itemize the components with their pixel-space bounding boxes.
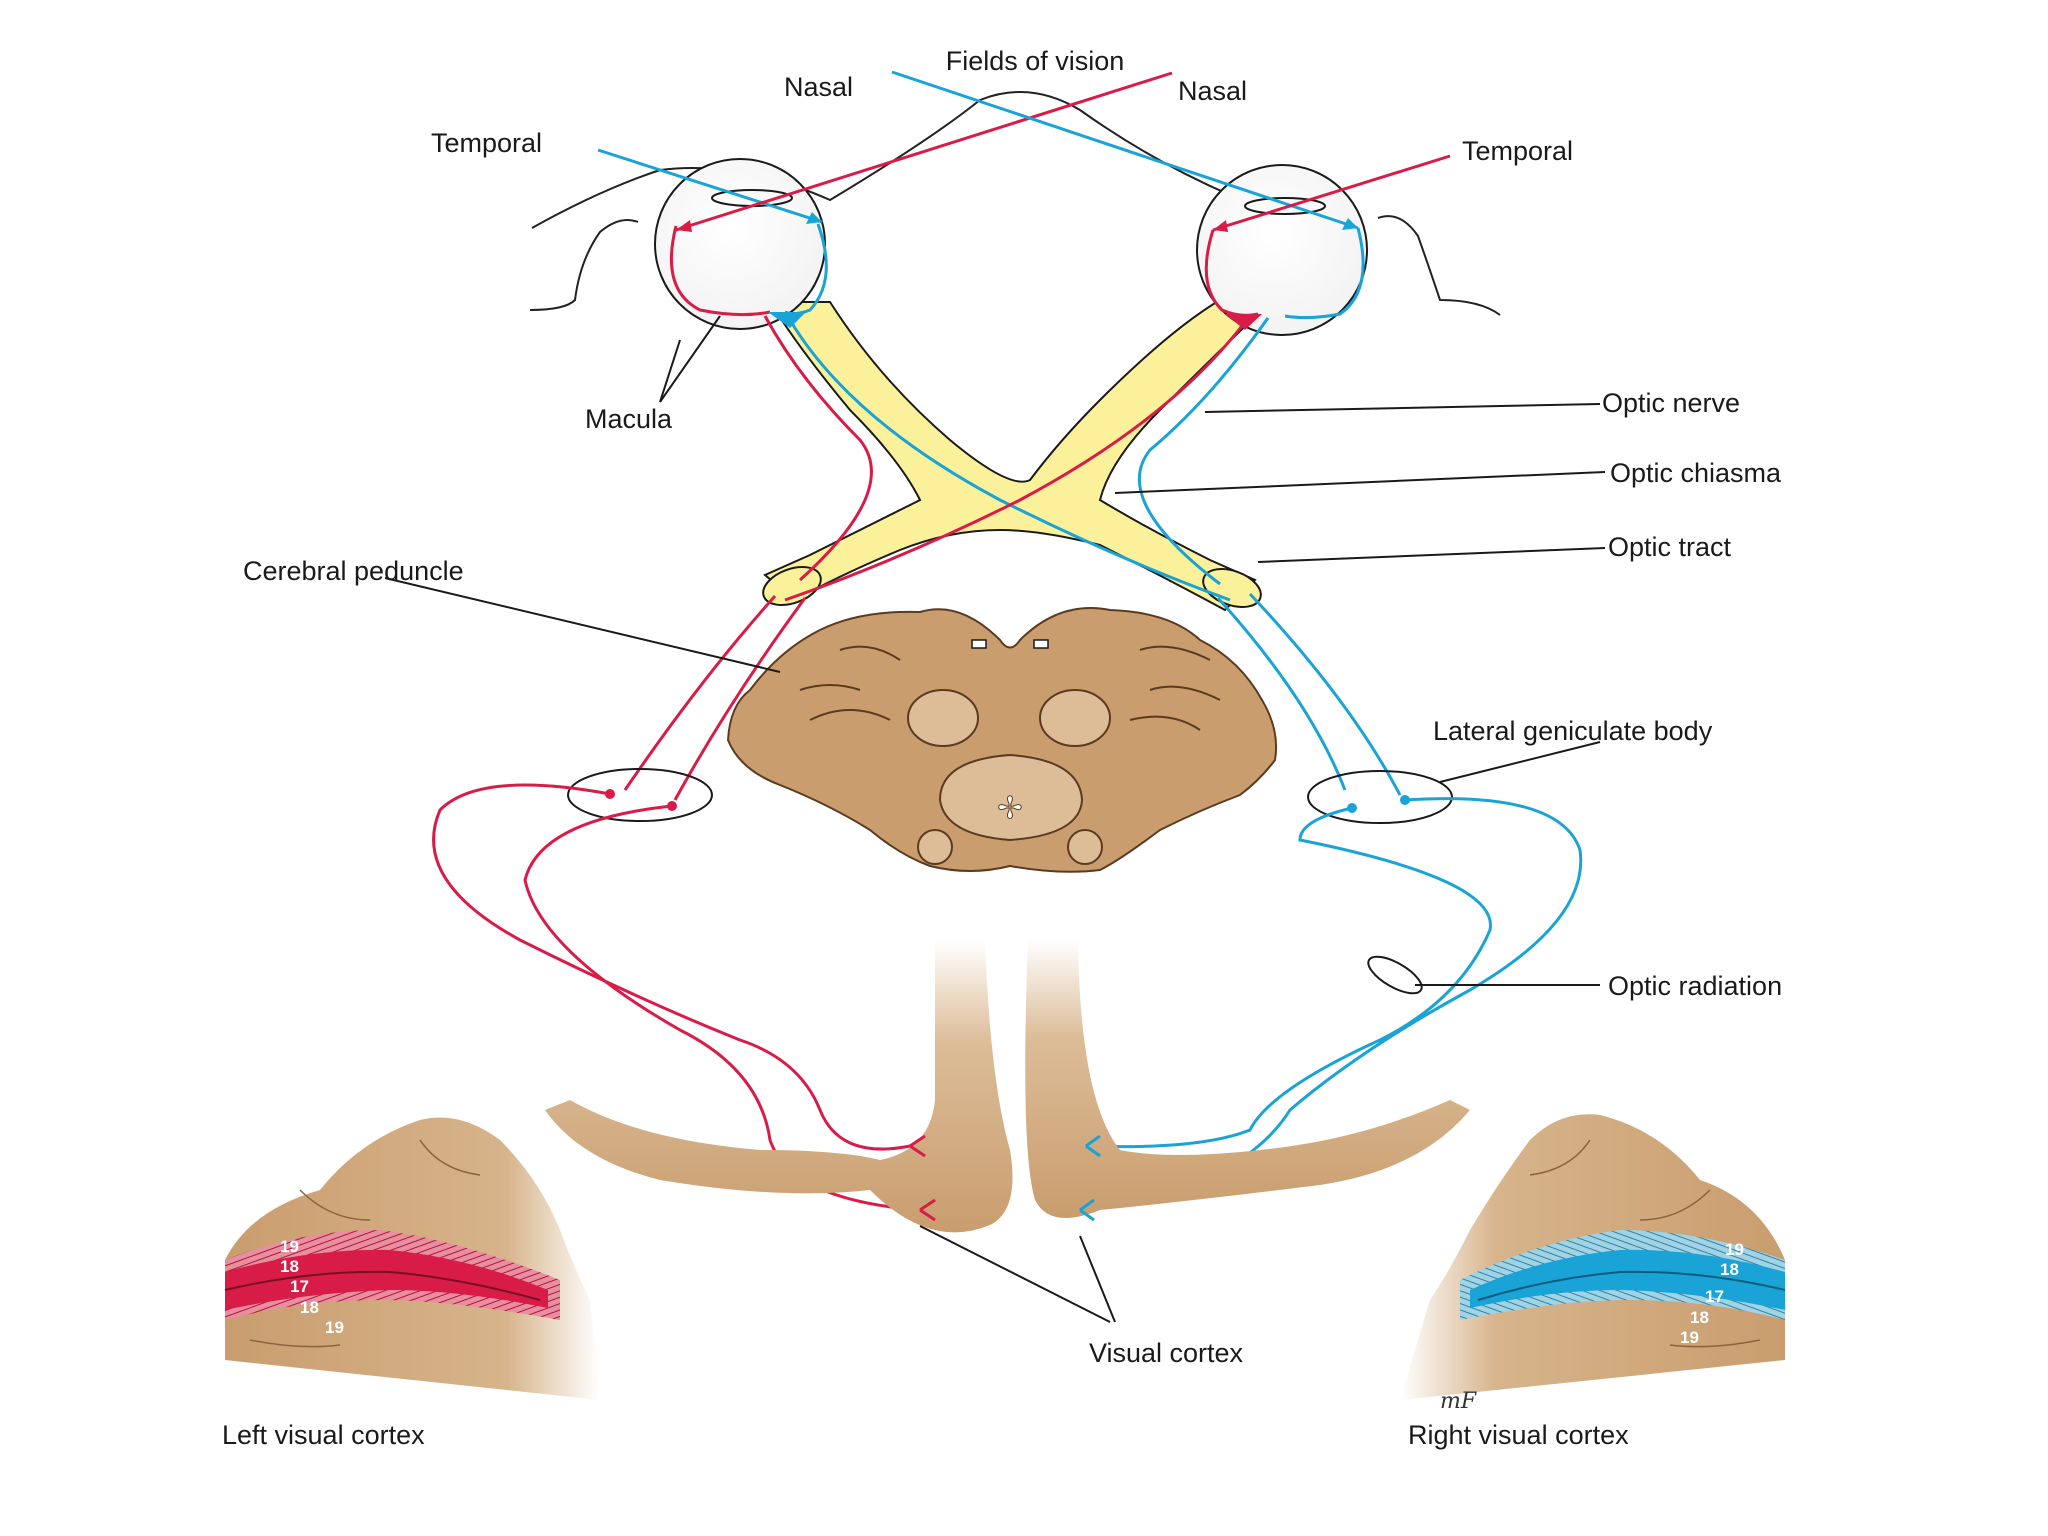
right-area-18a: 18	[1720, 1260, 1739, 1279]
left-area-17: 17	[290, 1277, 309, 1296]
pathway-fibers	[763, 315, 1270, 602]
cerebral-peduncle-label: Cerebral peduncle	[243, 556, 464, 586]
optic-radiation-fibers	[432, 783, 1583, 1212]
visual-cortex-label: Visual cortex	[1089, 1338, 1244, 1368]
left-eye	[654, 158, 828, 330]
right-visual-cortex-illustration	[1400, 1114, 1786, 1400]
left-area-19a: 19	[280, 1237, 299, 1256]
cerebral-peduncle: ✢	[726, 607, 1278, 873]
left-visual-cortex-illustration	[224, 1117, 600, 1400]
field-of-vision-arrows	[597, 70, 1451, 232]
fields-of-vision-label: Fields of vision	[946, 46, 1125, 76]
left-area-18b: 18	[300, 1298, 319, 1317]
optic-tract-label: Optic tract	[1608, 532, 1732, 562]
artist-signature: mF	[1440, 1389, 1477, 1414]
left-area-19b: 19	[325, 1318, 344, 1337]
macula-label: Macula	[585, 404, 673, 434]
optic-chiasma-label: Optic chiasma	[1610, 458, 1782, 488]
medial-fiber-terminals	[909, 1134, 1101, 1222]
optic-radiation-label: Optic radiation	[1608, 971, 1782, 1001]
temporal-right-label: Temporal	[1462, 136, 1573, 166]
right-area-18b: 18	[1690, 1308, 1709, 1327]
temporal-left-label: Temporal	[431, 128, 542, 158]
right-area-19a: 19	[1725, 1240, 1744, 1259]
right-cortex-area-numbers: 19 18 17 18 19	[1680, 1240, 1744, 1347]
left-visual-cortex-label: Left visual cortex	[222, 1420, 425, 1450]
right-area-19b: 19	[1680, 1328, 1699, 1347]
left-cortex-area-numbers: 19 18 17 18 19	[280, 1237, 344, 1337]
optic-nerve-chiasma-structure	[762, 298, 1273, 612]
right-visual-cortex-label: Right visual cortex	[1408, 1420, 1629, 1450]
right-eye	[1196, 164, 1368, 336]
left-lateral-geniculate-body	[567, 768, 713, 822]
lateral-geniculate-body-label: Lateral geniculate body	[1433, 716, 1713, 746]
left-area-18a: 18	[280, 1257, 299, 1276]
leader-lines	[384, 315, 1606, 1323]
nasal-right-label: Nasal	[1178, 76, 1247, 106]
svg-text:✢: ✢	[997, 791, 1022, 826]
nasal-left-label: Nasal	[784, 72, 853, 102]
medial-visual-cortex	[545, 940, 1470, 1233]
optic-nerve-label: Optic nerve	[1602, 388, 1740, 418]
right-area-17: 17	[1705, 1287, 1724, 1306]
